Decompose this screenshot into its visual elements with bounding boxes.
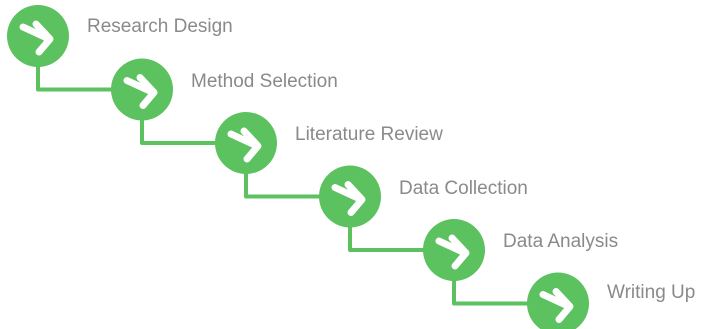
arrow-right-icon bbox=[19, 20, 54, 56]
step-label-method-selection: Method Selection bbox=[191, 71, 338, 92]
arrow-right-icon bbox=[435, 234, 470, 270]
step-node-writing-up bbox=[527, 272, 589, 329]
step-label-writing-up: Writing Up bbox=[607, 282, 696, 303]
arrow-right-icon bbox=[331, 181, 366, 216]
step-node-data-collection bbox=[319, 165, 381, 228]
step-node-method-selection bbox=[111, 58, 173, 121]
arrow-right-icon bbox=[539, 288, 574, 323]
arrow-right-icon bbox=[227, 127, 262, 163]
step-label-data-collection: Data Collection bbox=[399, 178, 528, 199]
step-label-data-analysis: Data Analysis bbox=[503, 231, 619, 252]
step-label-research-design: Research Design bbox=[87, 16, 233, 37]
step-label-literature-review: Literature Review bbox=[295, 124, 443, 145]
step-node-data-analysis bbox=[423, 219, 485, 281]
arrow-right-icon bbox=[123, 74, 158, 109]
step-node-research-design bbox=[7, 5, 69, 67]
step-node-literature-review bbox=[215, 112, 277, 174]
